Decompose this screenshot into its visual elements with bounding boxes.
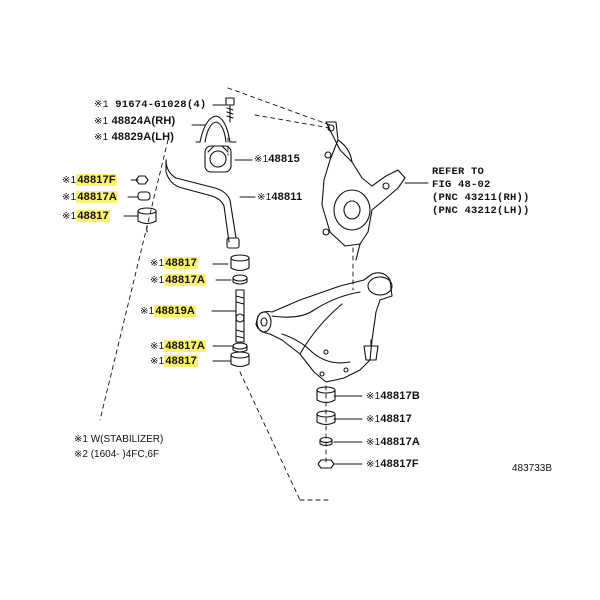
callout-mid-48817-bottom: ※148817 (150, 355, 198, 367)
note-1: ※1 W(STABILIZER) (74, 434, 164, 445)
figure-id: 483733B (512, 463, 553, 474)
stabilizer-link-column (230, 254, 250, 368)
callout-left-48817F: ※148817F (62, 174, 117, 186)
refer-line-4: (PNC 43212(LH)) (432, 205, 530, 217)
refer-line-2: FIG 48-02 (432, 179, 491, 191)
refer-to-block: REFER TO FIG 48-02 (PNC 43211(RH)) (PNC … (432, 166, 530, 218)
callout-mid-48817A-bottom: ※148817A (150, 340, 207, 352)
steering-knuckle (321, 121, 406, 261)
callout-48815: ※148815 (254, 153, 300, 165)
callout-right-48817B: ※148817B (366, 390, 421, 402)
callout-left-48817: ※148817 (62, 210, 110, 222)
callout-48829A: ※1 48829A(LH) (94, 131, 175, 143)
lower-control-arm (255, 272, 393, 383)
refer-line-1: REFER TO (432, 166, 485, 178)
callout-48824A: ※1 48824A(RH) (94, 115, 176, 127)
callout-48811: ※148811 (257, 191, 303, 203)
stabilizer-bar-48811 (165, 159, 240, 249)
refer-line-3: (PNC 43211(RH)) (432, 192, 530, 204)
leader-lines (123, 104, 429, 465)
bolt-91674 (225, 97, 235, 123)
note-2: ※2 (1604- )4FC,6F (74, 449, 160, 460)
callout-mid-48817A-top: ※148817A (150, 274, 207, 286)
callout-mid-48819A: ※148819A (140, 305, 197, 317)
bushing-48815 (204, 145, 232, 173)
right-fasteners (316, 386, 336, 469)
left-fasteners (135, 175, 157, 233)
bracket-48824A (195, 115, 237, 143)
callout-right-48817A: ※148817A (366, 436, 421, 448)
callout-mid-48817-top: ※148817 (150, 257, 198, 269)
callout-left-48817A: ※148817A (62, 191, 119, 203)
callout-91674: ※1 91674-G1028(4) (94, 99, 207, 111)
callout-right-48817F: ※148817F (366, 458, 419, 470)
callout-right-48817: ※148817 (366, 413, 412, 425)
